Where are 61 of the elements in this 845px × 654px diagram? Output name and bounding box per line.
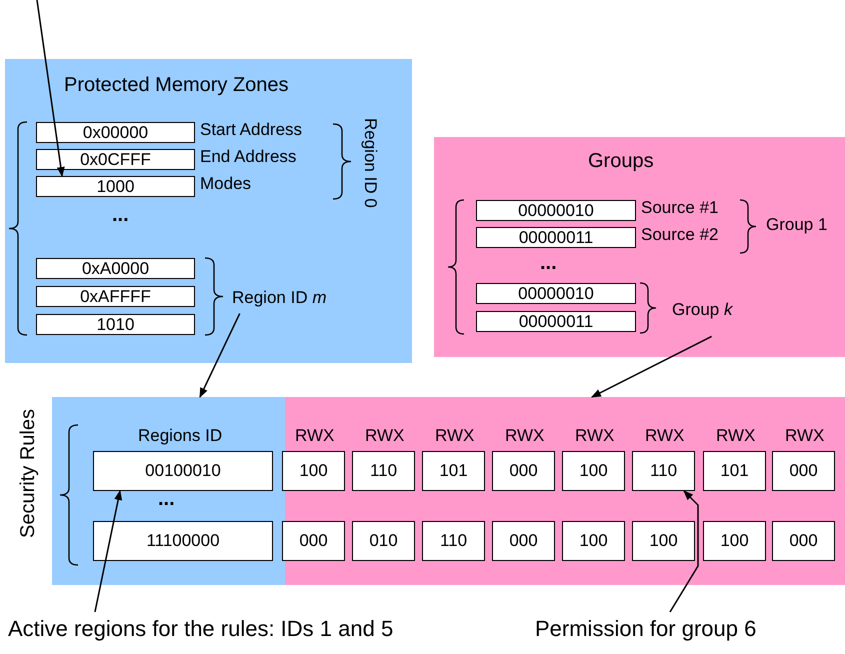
value-cell: 110 [422,521,485,561]
value-cell: 00000010 [476,283,636,304]
annotation-text: Permission for group 6 [535,612,805,646]
column-header: RWX [785,426,824,446]
value-cell: 100 [632,521,695,561]
group-label: Group 1 [766,215,828,235]
value-cell: 0xAFFFF [36,286,195,307]
ellipsis-text: ... [158,488,175,511]
ellipsis-text: ... [540,252,557,275]
field-label: Source #2 [641,225,718,245]
value-cell: 010 [352,521,415,561]
column-header: RWX [645,426,684,446]
field-label: Start Address [200,120,302,140]
value-cell: 000 [492,451,555,491]
column-header: RWX [295,426,334,446]
leader-line [669,490,699,612]
panel-title: Groups [588,150,654,173]
value-cell: 00000011 [476,227,636,248]
leader-line [36,0,65,177]
value-cell: 00000011 [476,311,636,332]
value-cell: 100 [562,521,625,561]
column-header: RWX [505,426,544,446]
field-label: End Address [200,147,296,167]
value-cell: 100 [282,451,345,491]
value-cell: 00100010 [93,451,273,491]
ellipsis-text: ... [112,204,129,227]
value-cell: 0x0CFFF [36,149,195,170]
value-cell: 0xA0000 [36,258,195,279]
value-cell: 100 [562,451,625,491]
column-header: RWX [716,426,756,446]
leader-line [199,313,240,398]
column-header: RWX [365,426,404,446]
value-cell: 000 [492,521,555,561]
panel-title: Protected Memory Zones [64,74,289,97]
panel-background [5,59,412,363]
column-header: Regions ID [138,426,222,446]
value-cell: 1000 [36,176,195,197]
value-cell: 11100000 [93,521,273,561]
leader-line [94,490,122,612]
leader-line [591,336,712,398]
annotation-text: Group k [672,298,762,322]
value-cell: 00000010 [476,200,636,221]
annotation-text: Region ID m [232,286,342,310]
value-cell: 1010 [36,314,195,335]
column-header: RWX [435,426,474,446]
field-label: Modes [200,174,252,194]
vertical-heading: Security Rules [17,409,40,538]
value-cell: 101 [422,451,485,491]
value-cell: 101 [703,451,766,491]
value-cell: 000 [282,521,345,561]
value-cell: 100 [703,521,766,561]
panel-background [434,137,845,357]
annotation-text: Active regions for the rules: IDs 1 and 5 [8,612,478,646]
value-cell: 000 [772,521,835,561]
value-cell: 110 [352,451,415,491]
value-cell: 110 [632,451,695,491]
column-header: RWX [575,426,614,446]
value-cell: 000 [772,451,835,491]
field-label: Source #1 [641,198,718,218]
value-cell: 0x00000 [36,122,195,143]
vertical-label: Region ID 0 [360,118,380,208]
